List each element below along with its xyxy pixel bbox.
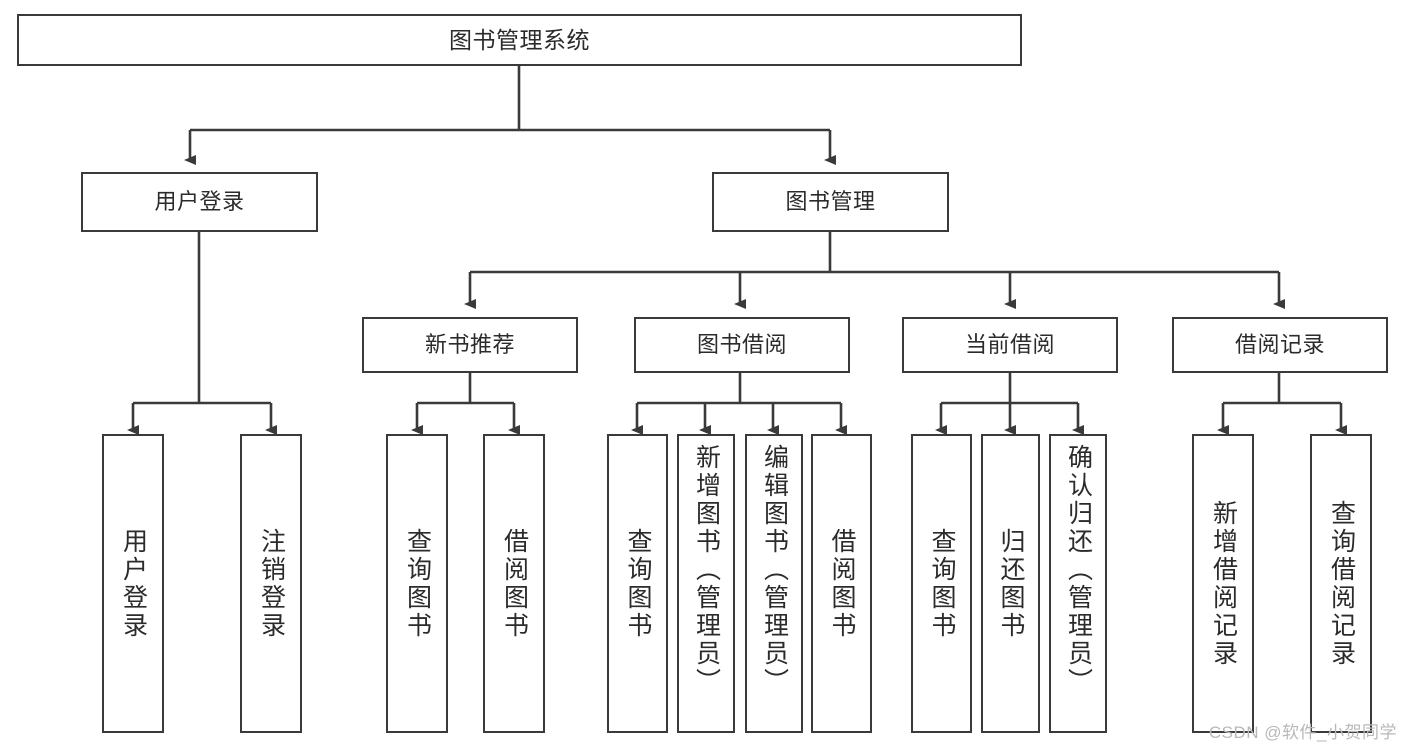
node-label: 查询借阅记录	[1327, 499, 1356, 668]
leaf-logout[interactable]: 注销登录	[240, 434, 302, 733]
node-label: 用户登录	[154, 189, 245, 215]
node-label: 图书管理系统	[449, 26, 590, 53]
leaf-user-login[interactable]: 用户登录	[102, 434, 164, 733]
node-current-borrow[interactable]: 当前借阅	[902, 317, 1118, 373]
node-label: 新增图书（管理员）	[692, 444, 721, 696]
leaf-confirm-return-admin[interactable]: 确认归还（管理员）	[1049, 434, 1107, 733]
leaf-query-book-borrow[interactable]: 查询图书	[607, 434, 668, 733]
leaf-add-borrow-record[interactable]: 新增借阅记录	[1192, 434, 1254, 733]
node-label: 查询图书	[928, 527, 956, 640]
node-label: 归还图书	[997, 527, 1025, 640]
leaf-borrow-book-recommend[interactable]: 借阅图书	[483, 434, 545, 733]
node-label: 确认归还（管理员）	[1064, 444, 1093, 696]
node-label: 编辑图书（管理员）	[760, 444, 789, 696]
leaf-add-book-admin[interactable]: 新增图书（管理员）	[677, 434, 735, 733]
node-label: 新书推荐	[424, 332, 515, 358]
node-label: 图书借阅	[696, 332, 787, 358]
node-label: 用户登录	[119, 527, 148, 640]
node-root-book-management-system[interactable]: 图书管理系统	[17, 14, 1022, 66]
leaf-query-borrow-record[interactable]: 查询借阅记录	[1310, 434, 1372, 733]
node-new-book-recommend[interactable]: 新书推荐	[362, 317, 578, 373]
node-borrow-record[interactable]: 借阅记录	[1172, 317, 1388, 373]
leaf-edit-book-admin[interactable]: 编辑图书（管理员）	[745, 434, 803, 733]
leaf-return-book[interactable]: 归还图书	[981, 434, 1040, 733]
node-label: 查询图书	[624, 527, 652, 640]
node-label: 图书管理	[785, 189, 876, 215]
node-book-borrow[interactable]: 图书借阅	[634, 317, 850, 373]
node-book-management[interactable]: 图书管理	[712, 172, 949, 232]
node-label: 借阅图书	[500, 527, 529, 640]
node-label: 借阅记录	[1234, 332, 1325, 358]
node-user-login[interactable]: 用户登录	[81, 172, 318, 232]
leaf-query-book-current[interactable]: 查询图书	[911, 434, 972, 733]
node-label: 查询图书	[403, 527, 432, 640]
node-label: 注销登录	[257, 527, 286, 640]
leaf-query-book-recommend[interactable]: 查询图书	[386, 434, 448, 733]
watermark-csdn: CSDN @软件_小贺同学	[1208, 723, 1397, 742]
node-label: 当前借阅	[964, 332, 1055, 358]
node-label: 借阅图书	[828, 527, 856, 640]
leaf-borrow-book[interactable]: 借阅图书	[811, 434, 872, 733]
node-label: 新增借阅记录	[1209, 499, 1238, 668]
